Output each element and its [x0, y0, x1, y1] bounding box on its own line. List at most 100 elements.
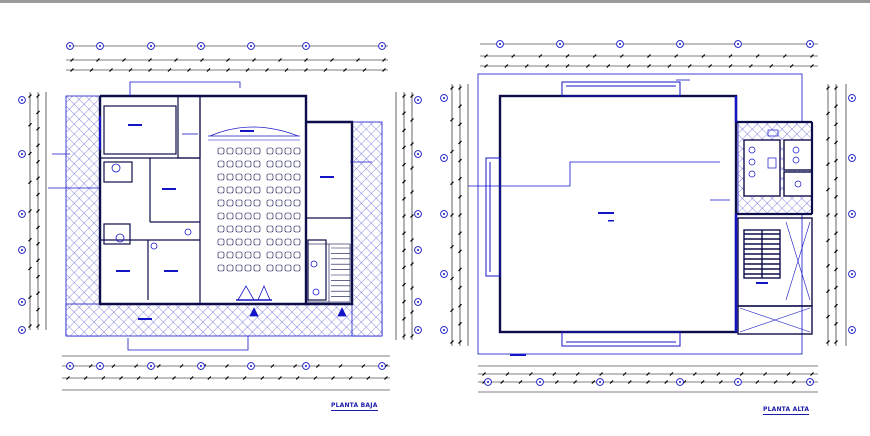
- dimension-tick: [458, 158, 462, 163]
- dimension-tick: [28, 295, 32, 300]
- dimension-tick: [410, 262, 414, 266]
- seat: [244, 147, 252, 155]
- seat: [253, 251, 261, 259]
- dimension-tick: [739, 372, 744, 376]
- seat: [284, 147, 292, 155]
- dimension-tick: [450, 340, 454, 344]
- dimension-tick: [763, 372, 768, 376]
- seat: [226, 264, 234, 272]
- axis-bubble-dot: [150, 365, 152, 367]
- dimension-tick: [482, 372, 486, 376]
- axis-bubble-dot: [417, 329, 419, 331]
- upper-windows: [485, 81, 681, 347]
- dimension-tick: [260, 376, 265, 380]
- ground-hatched-sidewalk-right: [351, 121, 383, 337]
- axis-bubble-dot: [737, 43, 739, 45]
- dimension-tick: [174, 58, 178, 62]
- seat: [293, 147, 301, 155]
- ground-dimension-lines-bottom: [62, 355, 390, 391]
- ground-plan-title-underline: [331, 410, 378, 411]
- axis-bubble-dot: [443, 97, 445, 99]
- dimension-tick: [384, 376, 388, 380]
- dimension-tick: [265, 68, 269, 72]
- seat: [275, 173, 283, 181]
- dimension-tick: [700, 380, 705, 384]
- dimension-tick: [524, 64, 529, 68]
- dimension-tick: [834, 231, 838, 236]
- dimension-tick: [252, 58, 256, 62]
- upper-plan-title-underline: [763, 414, 810, 415]
- dimension-tick: [122, 58, 126, 62]
- seat: [217, 251, 225, 259]
- dimension-tick: [148, 68, 152, 72]
- seat: [293, 238, 301, 246]
- seat: [284, 186, 292, 194]
- seat: [217, 199, 225, 207]
- ground-plan-title-text: PLANTA BAJA: [331, 402, 378, 409]
- axis-bubble-dot: [599, 381, 601, 383]
- dimension-tick: [834, 267, 838, 272]
- seat: [226, 238, 234, 246]
- dimension-tick: [748, 64, 753, 68]
- dimension-tick: [402, 334, 406, 338]
- dimension-tick: [667, 64, 672, 68]
- axis-bubble-dot: [443, 273, 445, 275]
- dimension-tick: [458, 86, 462, 90]
- dimension-tick: [826, 340, 830, 344]
- dimension-tick: [504, 64, 509, 68]
- axis-bubble-dot: [851, 97, 853, 99]
- seat: [284, 173, 292, 181]
- dimension-tick: [402, 282, 406, 287]
- dimension-tick: [575, 372, 580, 376]
- dimension-tick: [36, 176, 40, 181]
- dimension-tick: [834, 194, 838, 199]
- dimension-tick: [591, 380, 596, 384]
- axis-bubble-dot: [443, 329, 445, 331]
- dimension-tick: [458, 285, 462, 290]
- dimension-tick: [810, 54, 814, 58]
- dimension-tick: [518, 380, 523, 384]
- axis-bubble-dot: [487, 381, 489, 383]
- dimension-tick: [826, 111, 830, 116]
- seat: [253, 186, 261, 194]
- dimension-tick: [109, 68, 113, 72]
- axis-bubble-dot: [200, 365, 202, 367]
- dimension-tick: [410, 286, 414, 290]
- dimension-tick: [834, 176, 838, 181]
- dimension-tick: [338, 364, 343, 368]
- dimension-tick: [36, 291, 40, 296]
- upper-blue-annotations: [468, 79, 738, 332]
- seat: [275, 186, 283, 194]
- axis-bubble-dot: [381, 365, 383, 367]
- dimension-tick: [402, 111, 406, 116]
- dimension-tick: [646, 372, 650, 376]
- dimension-tick: [172, 376, 176, 380]
- dimension-tick: [410, 142, 414, 146]
- dimension-tick: [450, 86, 454, 90]
- dimension-tick: [599, 372, 604, 376]
- dimension-tick: [511, 54, 516, 58]
- dimension-tick: [304, 68, 308, 72]
- dimension-tick: [834, 140, 838, 145]
- dimension-tick: [410, 310, 414, 314]
- dimension-tick: [554, 380, 559, 384]
- axis-bubble-dot: [809, 381, 811, 383]
- seat: [226, 173, 234, 181]
- seat: [235, 147, 243, 155]
- seat: [266, 199, 274, 207]
- axis-bubble-dot: [851, 329, 853, 331]
- dimension-tick: [834, 303, 838, 308]
- dimension-tick: [402, 248, 406, 253]
- dimension-tick: [458, 213, 462, 217]
- dimension-tick: [687, 64, 692, 68]
- dimension-tick: [458, 194, 462, 199]
- axis-bubble-dot: [443, 213, 445, 215]
- seat: [226, 147, 234, 155]
- dimension-tick: [96, 58, 100, 62]
- axis-bubble-dot: [417, 213, 419, 215]
- dimension-tick: [728, 64, 733, 68]
- axis-bubble-dot: [679, 381, 681, 383]
- dimension-tick: [410, 166, 414, 170]
- dimension-tick: [304, 58, 308, 62]
- seat: [217, 225, 225, 233]
